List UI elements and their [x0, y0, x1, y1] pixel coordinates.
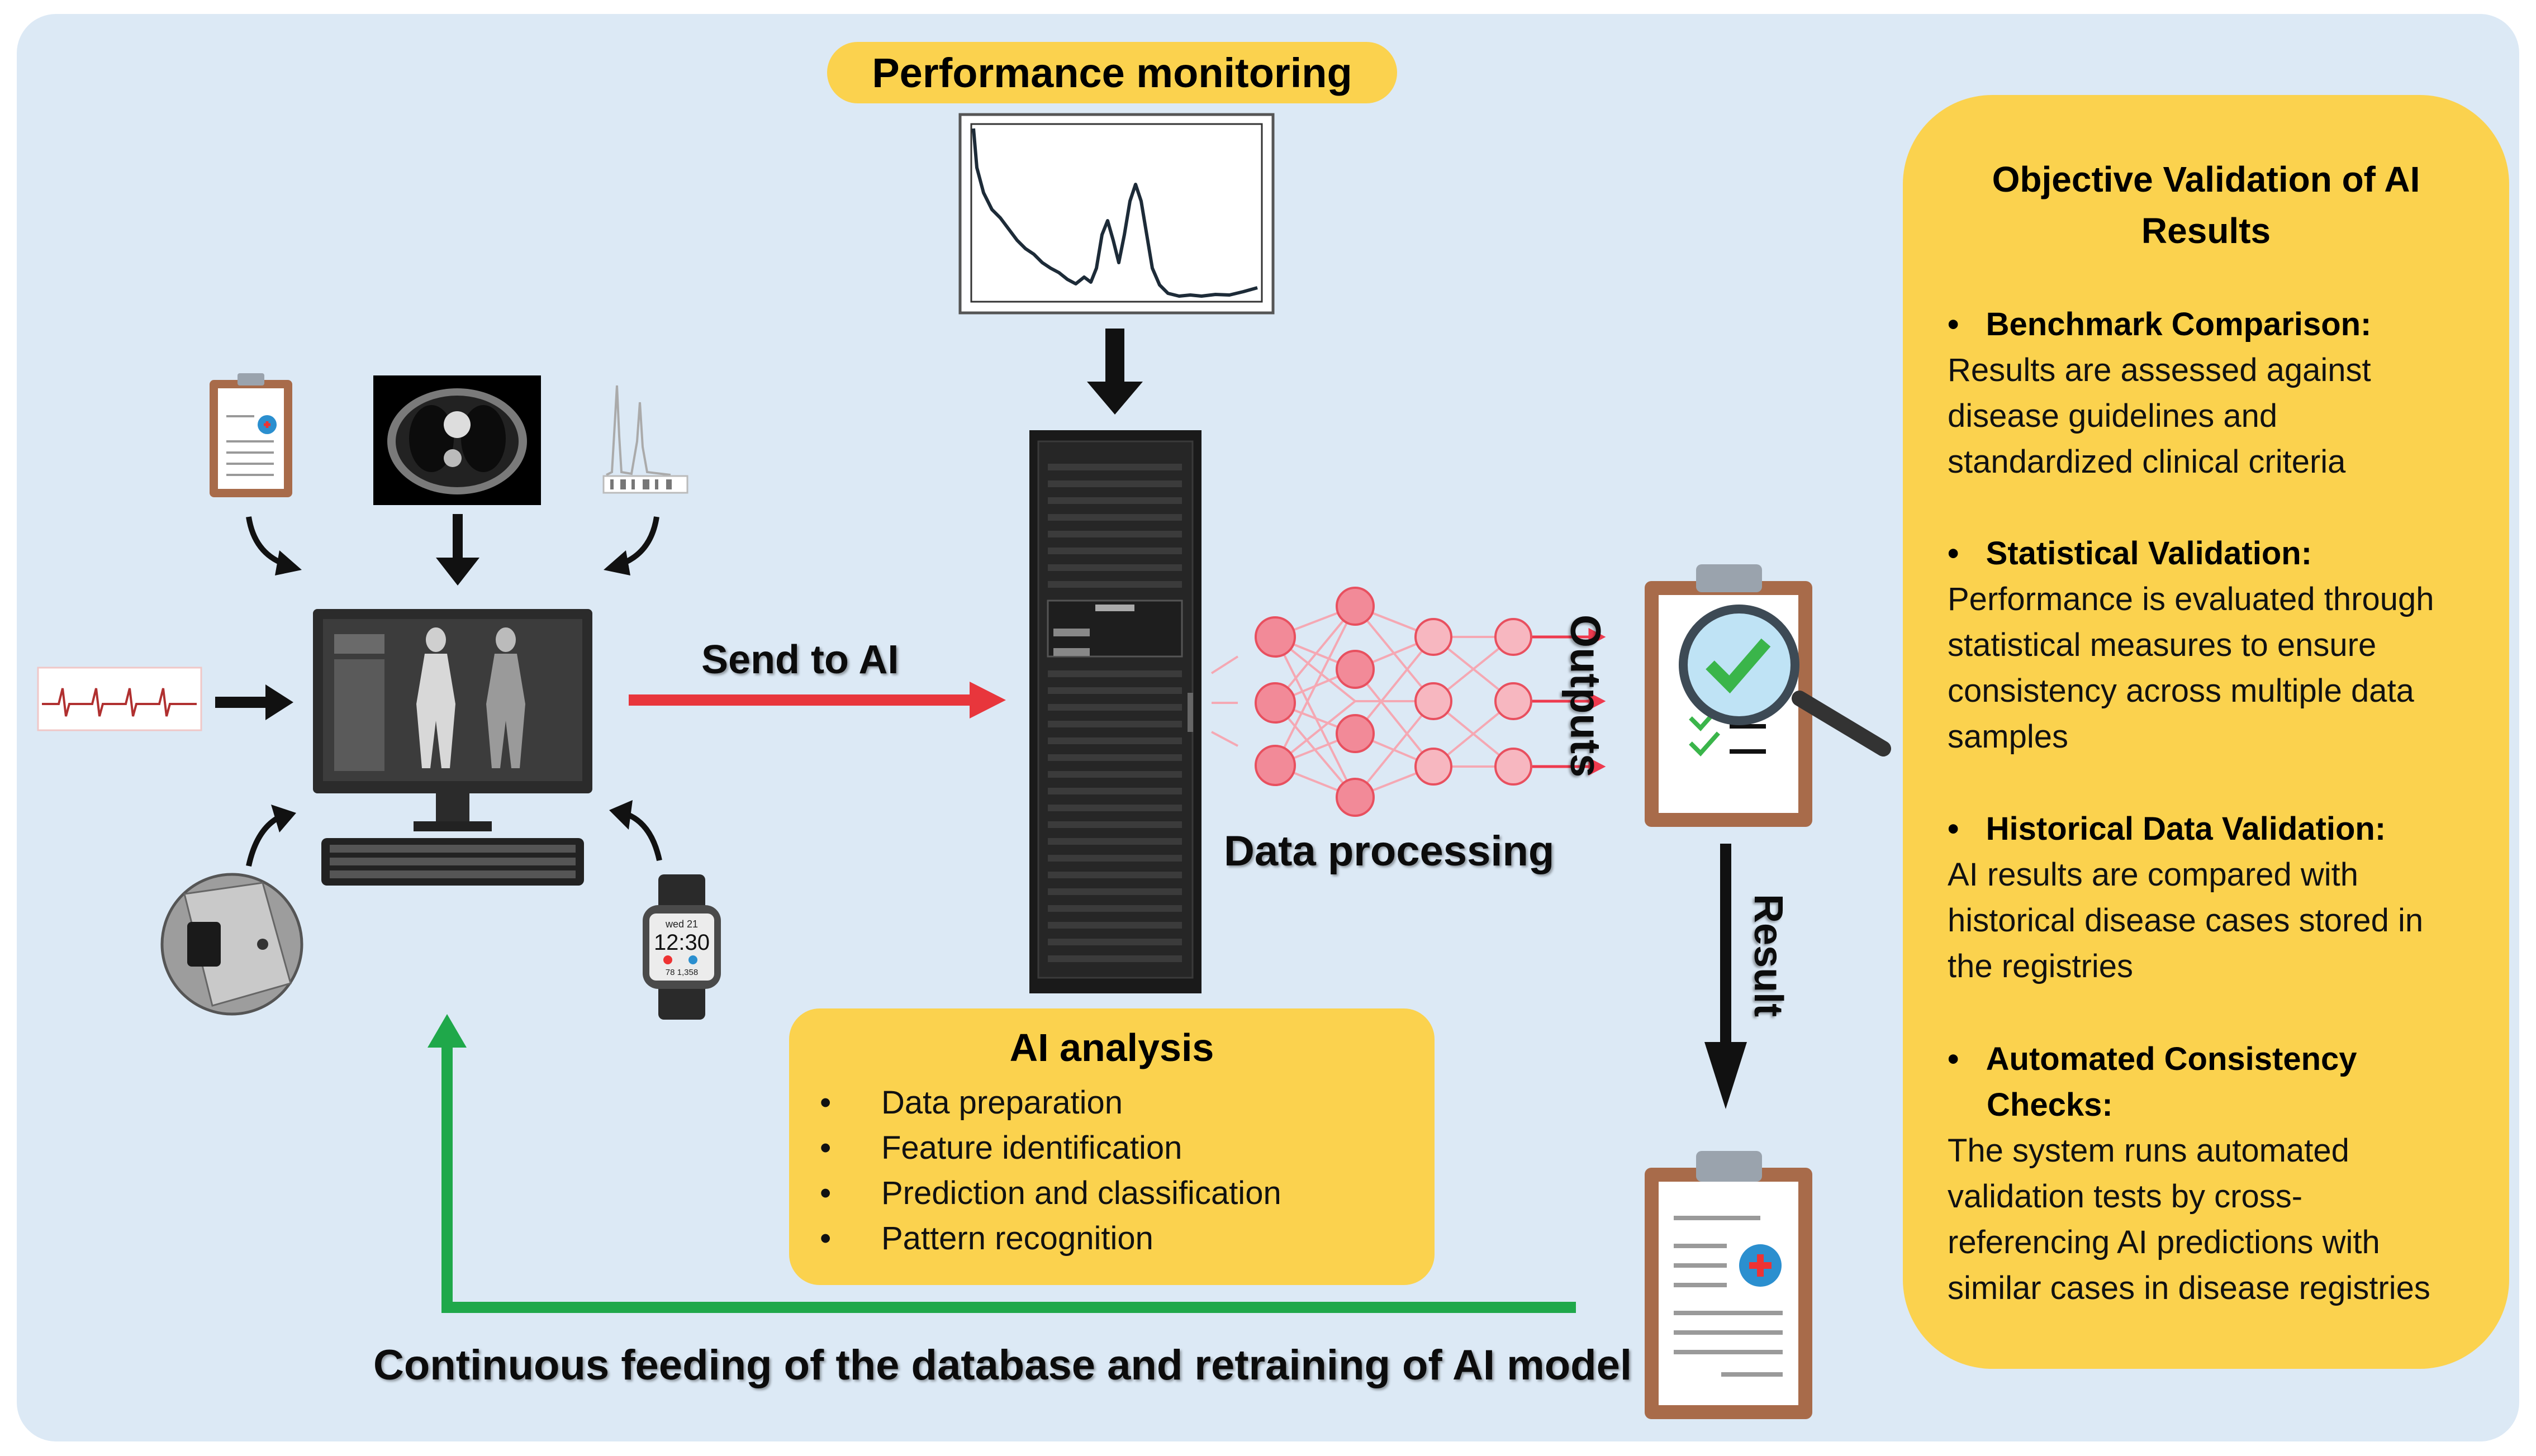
validation-heading: • Statistical Validation: — [1948, 535, 2312, 572]
neural-network — [1210, 587, 1606, 817]
data-processing-label: Data processing — [1224, 827, 1555, 875]
server-rack — [1029, 430, 1201, 993]
clipboard-report-icon — [210, 373, 292, 497]
validation-heading: • Automated Consistency — [1948, 1041, 2357, 1077]
send-to-ai-label: Send to AI — [701, 637, 899, 682]
continuous-feeding-label: Continuous feeding of the database and r… — [373, 1341, 1632, 1389]
validation-box: Objective Validation of AI Results • Ben… — [1903, 95, 2509, 1369]
ai-analysis-item: •Data preparation — [820, 1084, 1123, 1121]
result-label: Result — [1746, 894, 1791, 1017]
ai-analysis-item: •Feature identification — [820, 1130, 1182, 1166]
watch-time: 12:30 — [654, 930, 710, 955]
ai-analysis-item: •Pattern recognition — [820, 1220, 1153, 1257]
validation-heading-cont: Checks: — [1987, 1087, 2113, 1123]
performance-chart — [958, 113, 1275, 315]
outputs-clipboard-icon — [1645, 564, 1891, 827]
watch-date: wed 21 — [665, 919, 698, 930]
performance-monitoring-label: Performance monitoring — [827, 42, 1397, 103]
smartwatch-icon: wed 21 12:30 78 1,358 — [643, 874, 721, 1020]
watch-stats: 78 1,358 — [666, 968, 698, 977]
outputs-label: Outputs — [1561, 615, 1609, 778]
validation-heading: • Benchmark Comparison: — [1948, 306, 2372, 342]
ai-analysis-item: •Prediction and classification — [820, 1175, 1281, 1211]
ct-scan-image — [373, 375, 541, 505]
wearable-sensor-icon — [160, 873, 303, 1016]
spectrum-barcode-icon — [602, 385, 688, 494]
ecg-strip-icon — [37, 667, 202, 731]
feedback-arrow — [428, 1014, 1576, 1313]
arrow-monitor-to-server — [1087, 329, 1143, 415]
input-arrows — [215, 514, 662, 867]
result-clipboard-icon — [1645, 1151, 1812, 1419]
ai-analysis-box: AI analysis •Data preparation •Feature i… — [789, 1008, 1435, 1285]
send-to-ai-arrow — [629, 682, 1006, 719]
validation-title: Objective Validation of AI Results — [1992, 159, 2420, 251]
validation-heading: • Historical Data Validation: — [1948, 811, 2386, 847]
ai-analysis-title: AI analysis — [1009, 1026, 1214, 1069]
computer-workstation — [313, 609, 592, 886]
result-arrow — [1704, 844, 1747, 1109]
